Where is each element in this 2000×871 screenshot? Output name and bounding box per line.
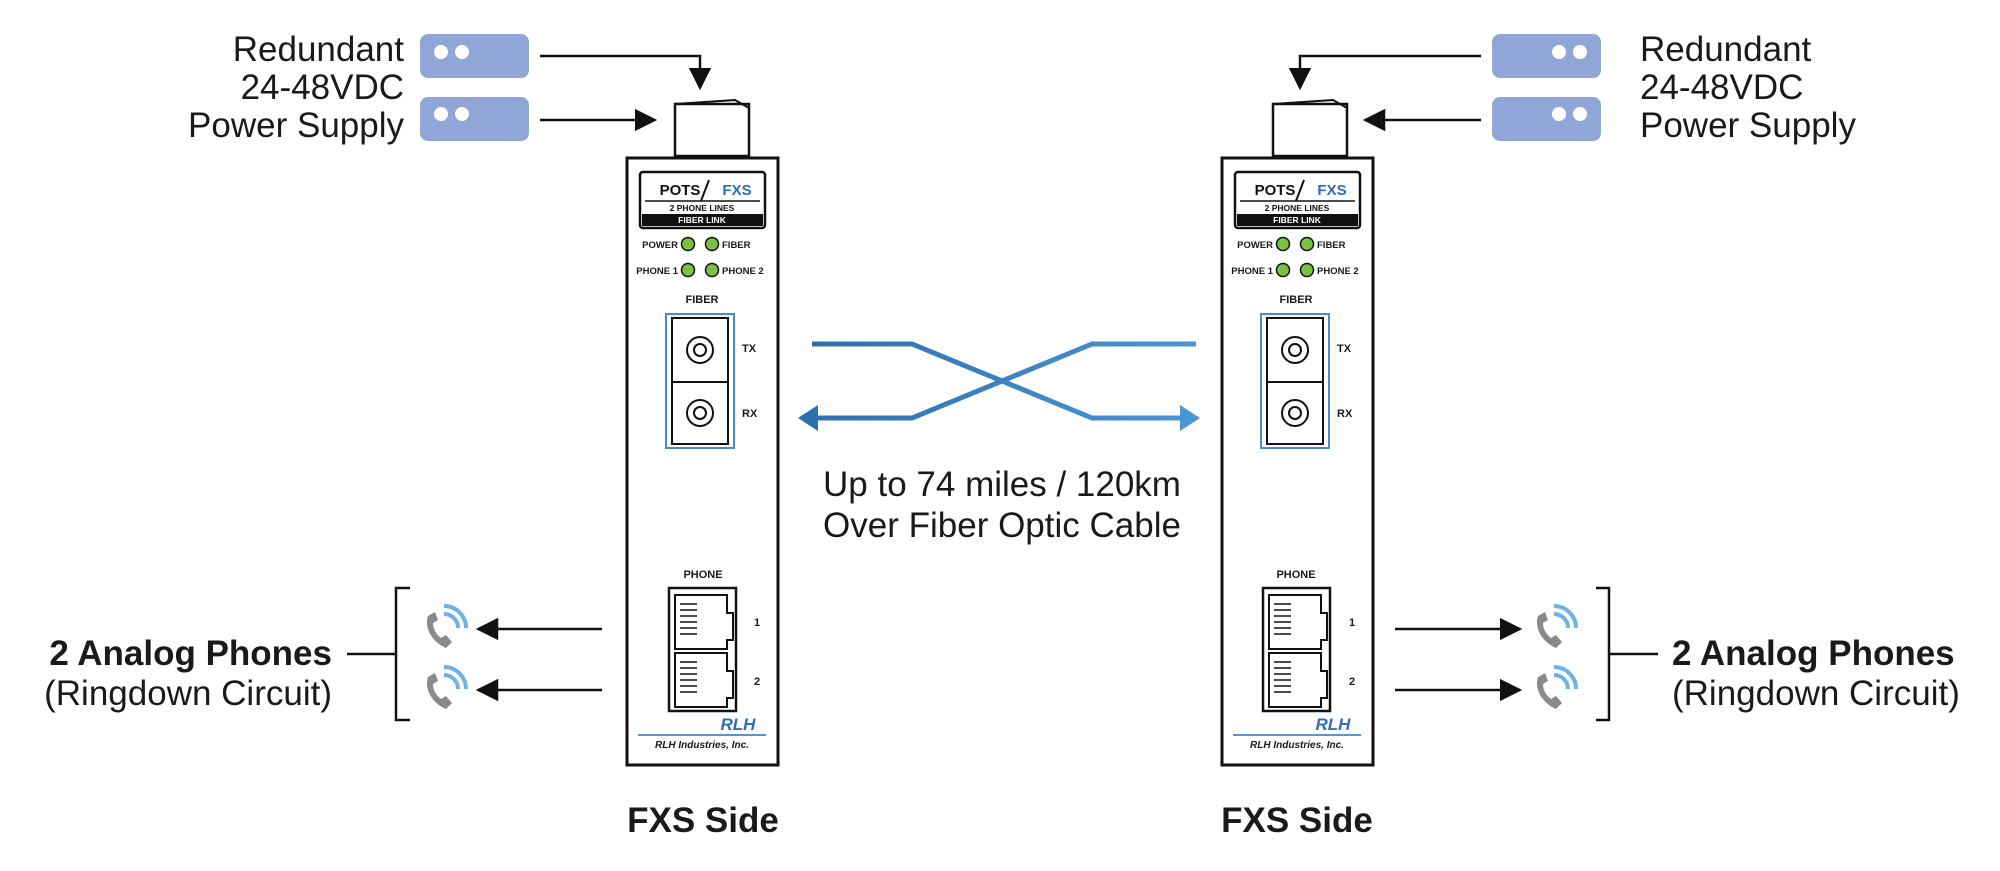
logo-fxs: FXS [1317, 182, 1346, 199]
rj11-port [674, 594, 734, 650]
logo-lines: 2 PHONE LINES [670, 203, 735, 213]
brand-name: RLH Industries, Inc. [655, 740, 749, 751]
port-1-label: 1 [1349, 617, 1355, 629]
logo-link: FIBER LINK [678, 215, 727, 225]
led-label-fiber: FIBER [1317, 240, 1346, 251]
left-phones-title: 2 Analog Phones [49, 634, 332, 673]
right-power-label-line1: Redundant [1640, 30, 1812, 69]
device-logo: POTS FXS 2 PHONE LINES FIBER LINK [638, 170, 767, 230]
led-phone1-indicator [1275, 262, 1291, 278]
left-power-label-line3: Power Supply [188, 106, 404, 145]
fiber-heading: FIBER [1280, 294, 1313, 306]
power-supply-icon [1492, 97, 1601, 141]
right-side-label: FXS Side [1221, 801, 1373, 840]
led-label-phone1: PHONE 1 [1231, 266, 1273, 277]
logo-link: FIBER LINK [1273, 215, 1322, 225]
left-power-label-line2: 24-48VDC [241, 68, 404, 107]
rx-label: RX [742, 408, 758, 420]
fiber-distance-line2: Over Fiber Optic Cable [823, 506, 1181, 545]
power-supply-icon [1492, 34, 1601, 78]
fiber-link: Up to 74 miles / 120km Over Fiber Optic … [798, 341, 1200, 545]
phones-bracket [394, 586, 410, 722]
rj11-port [1268, 594, 1328, 650]
led-label-phone2: PHONE 2 [722, 266, 764, 277]
port-2-label: 2 [754, 676, 760, 688]
left-power-label-line1: Redundant [233, 30, 405, 69]
right-power-label-line2: 24-48VDC [1640, 68, 1803, 107]
tx-label: TX [742, 343, 757, 355]
led-power-indicator [1275, 236, 1291, 252]
led-label-phone2: PHONE 2 [1317, 266, 1359, 277]
brand-mark: RLH [721, 715, 757, 734]
led-label-phone1: PHONE 1 [636, 266, 678, 277]
fiber-distance-line1: Up to 74 miles / 120km [823, 465, 1181, 504]
logo-fxs: FXS [722, 182, 751, 199]
led-phone1-indicator [680, 262, 696, 278]
phone-icon [1536, 665, 1578, 709]
power-arrow [540, 54, 712, 91]
rj11-port [1268, 652, 1328, 708]
fiber-arrow-right [1180, 405, 1200, 431]
led-fiber-indicator [704, 236, 720, 252]
brand-name: RLH Industries, Inc. [1250, 740, 1344, 751]
logo-pots: POTS [660, 182, 701, 199]
led-label-fiber: FIBER [722, 240, 751, 251]
power-supply-icon [420, 97, 529, 141]
tx-label: TX [1337, 343, 1352, 355]
port-1-label: 1 [754, 617, 760, 629]
port-2-label: 2 [1349, 676, 1355, 688]
right-fxs-device: POTS FXS 2 PHONE LINES FIBER LINK POWER … [1220, 98, 1375, 767]
brand-mark: RLH [1316, 715, 1352, 734]
logo-lines: 2 PHONE LINES [1265, 203, 1330, 213]
led-label-power: POWER [1237, 240, 1273, 251]
phone-heading: PHONE [1276, 569, 1315, 581]
left-side: Redundant 24-48VDC Power Supply [44, 30, 780, 840]
fiber-heading: FIBER [686, 294, 719, 306]
left-fxs-device: POTS FXS 2 PHONE LINES FIBER LINK POWER … [625, 98, 780, 767]
left-phones-sub: (Ringdown Circuit) [44, 674, 332, 713]
phone-icon [426, 665, 468, 709]
phone-heading: PHONE [683, 569, 722, 581]
left-side-label: FXS Side [627, 801, 779, 840]
power-supply-icon [420, 34, 529, 78]
led-fiber-indicator [1299, 236, 1315, 252]
led-power-indicator [680, 236, 696, 252]
fiber-arrow-left [798, 405, 818, 431]
right-side: Redundant 24-48VDC Power Supply POTS FXS… [1220, 30, 1960, 840]
rx-label: RX [1337, 408, 1353, 420]
phone-icon [426, 604, 468, 648]
logo-pots: POTS [1255, 182, 1296, 199]
phone-icon [1536, 604, 1578, 648]
right-phones-sub: (Ringdown Circuit) [1672, 674, 1960, 713]
led-label-power: POWER [642, 240, 678, 251]
phones-bracket [1596, 586, 1611, 722]
device-logo: POTS FXS 2 PHONE LINES FIBER LINK [1233, 170, 1362, 230]
right-power-label-line3: Power Supply [1640, 106, 1856, 145]
led-phone2-indicator [704, 262, 720, 278]
power-arrow [1288, 54, 1481, 91]
fiber-line-rx [806, 341, 1196, 421]
led-phone2-indicator [1299, 262, 1315, 278]
right-phones-title: 2 Analog Phones [1672, 634, 1955, 673]
rj11-port [674, 652, 734, 708]
